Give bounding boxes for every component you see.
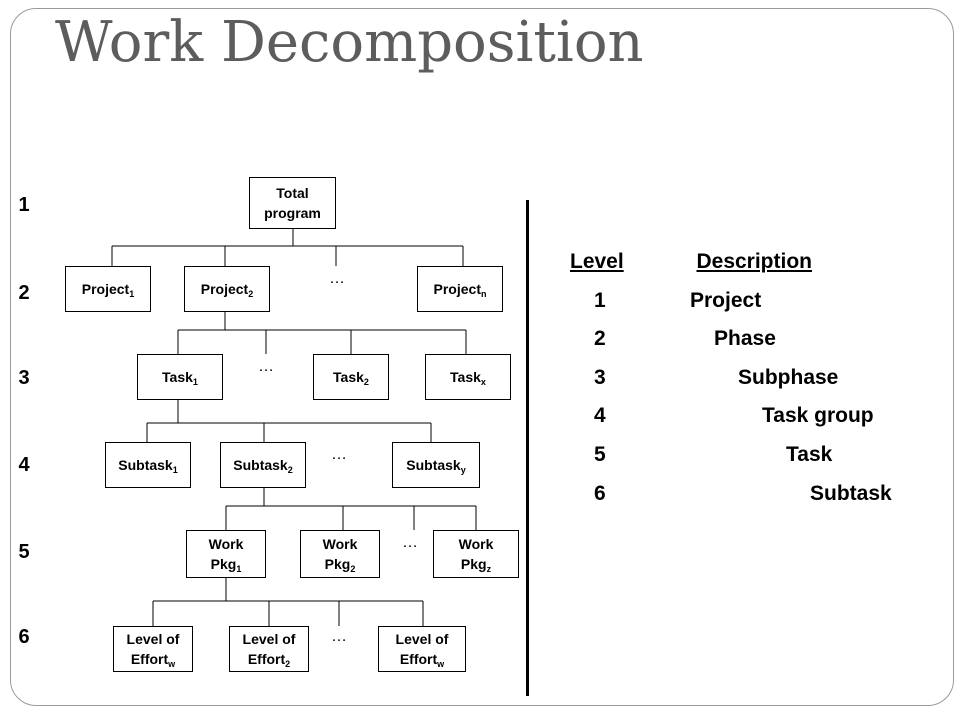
level-number-2: 2 <box>18 282 30 304</box>
node-label: Task <box>162 369 193 385</box>
legend-level: 1 <box>594 289 606 312</box>
node-label: Project <box>81 281 130 297</box>
node-subscript: 2 <box>363 377 369 387</box>
node-subscript: y <box>460 465 466 475</box>
legend-description: Subtask <box>810 482 892 505</box>
node-label: Level of <box>242 631 296 647</box>
node-subscript: 2 <box>350 564 356 574</box>
ellipsis: … <box>258 358 274 375</box>
node-label: Subtask <box>233 457 288 473</box>
node-label: program <box>264 205 321 221</box>
legend-description: Task <box>786 443 833 466</box>
node-subscript: 2 <box>248 289 254 299</box>
node-subscript: 1 <box>192 377 198 387</box>
node-subscript: z <box>486 564 492 574</box>
node-subscript: x <box>480 377 486 387</box>
legend-level: 3 <box>594 366 606 389</box>
node-subscript: 2 <box>285 659 291 669</box>
node-label: Effort <box>399 651 438 667</box>
node-label: Work <box>458 536 494 552</box>
node-label: Level of <box>126 631 180 647</box>
node-subscript: 1 <box>129 289 135 299</box>
legend-level: 5 <box>594 443 606 466</box>
node-subscript: w <box>168 659 176 669</box>
level-number-6: 6 <box>18 626 30 648</box>
node-level-of-effort-1: Level of Effortw <box>113 626 193 672</box>
node-label: Pkg <box>324 556 351 572</box>
node-label: Pkg <box>210 556 237 572</box>
ellipsis: … <box>329 270 345 287</box>
level-number-3: 3 <box>18 367 30 389</box>
legend-level: 6 <box>594 482 606 505</box>
node-label: Subtask <box>406 457 461 473</box>
legend-description: Subphase <box>738 366 839 389</box>
node-level-of-effort-w: Level of Effortw <box>378 626 466 672</box>
node-task-1: Task1 <box>137 354 223 400</box>
level-number-4: 4 <box>18 454 30 476</box>
node-subscript: 1 <box>172 465 178 475</box>
legend-level: 4 <box>594 404 606 427</box>
node-work-pkg-z: Work Pkgz <box>433 530 519 578</box>
ellipsis: … <box>402 534 418 551</box>
node-subscript: n <box>480 289 487 299</box>
node-label: Project <box>433 281 481 297</box>
node-label: Project <box>200 281 249 297</box>
node-subtask-y: Subtasky <box>392 442 480 488</box>
node-label: Total <box>276 185 309 201</box>
node-work-pkg-1: Work Pkg1 <box>186 530 266 578</box>
node-total-program: Total program <box>249 177 336 229</box>
node-project-2: Project2 <box>184 266 270 312</box>
node-label: Task <box>333 369 364 385</box>
ellipsis: … <box>331 446 347 463</box>
node-label: Subtask <box>118 457 173 473</box>
node-subscript: 1 <box>236 564 242 574</box>
node-work-pkg-2: Work Pkg2 <box>300 530 380 578</box>
node-task-2: Task2 <box>313 354 389 400</box>
node-subscript: w <box>437 659 445 669</box>
node-task-x: Taskx <box>425 354 511 400</box>
node-level-of-effort-2: Level of Effort2 <box>229 626 309 672</box>
legend-description: Phase <box>714 327 776 350</box>
vertical-divider <box>526 200 529 696</box>
level-number-5: 5 <box>18 541 30 563</box>
node-label: Work <box>322 536 358 552</box>
legend-header-description: Description <box>696 250 812 273</box>
legend-level: 2 <box>594 327 606 350</box>
ellipsis: … <box>331 628 347 645</box>
node-label: Work <box>208 536 244 552</box>
node-subtask-2: Subtask2 <box>220 442 306 488</box>
node-subscript: 2 <box>287 465 293 475</box>
node-project-1: Project1 <box>65 266 151 312</box>
level-number-1: 1 <box>18 194 30 216</box>
node-project-n: Projectn <box>417 266 503 312</box>
node-subtask-1: Subtask1 <box>105 442 191 488</box>
slide-title: Work Decomposition <box>55 10 644 75</box>
node-label: Pkg <box>460 556 487 572</box>
legend-header-level: Level <box>570 250 624 273</box>
node-label: Effort <box>130 651 169 667</box>
legend-description: Project <box>690 289 762 312</box>
node-label: Level of <box>395 631 449 647</box>
legend-description: Task group <box>762 404 874 427</box>
node-label: Effort <box>247 651 286 667</box>
node-label: Task <box>450 369 481 385</box>
